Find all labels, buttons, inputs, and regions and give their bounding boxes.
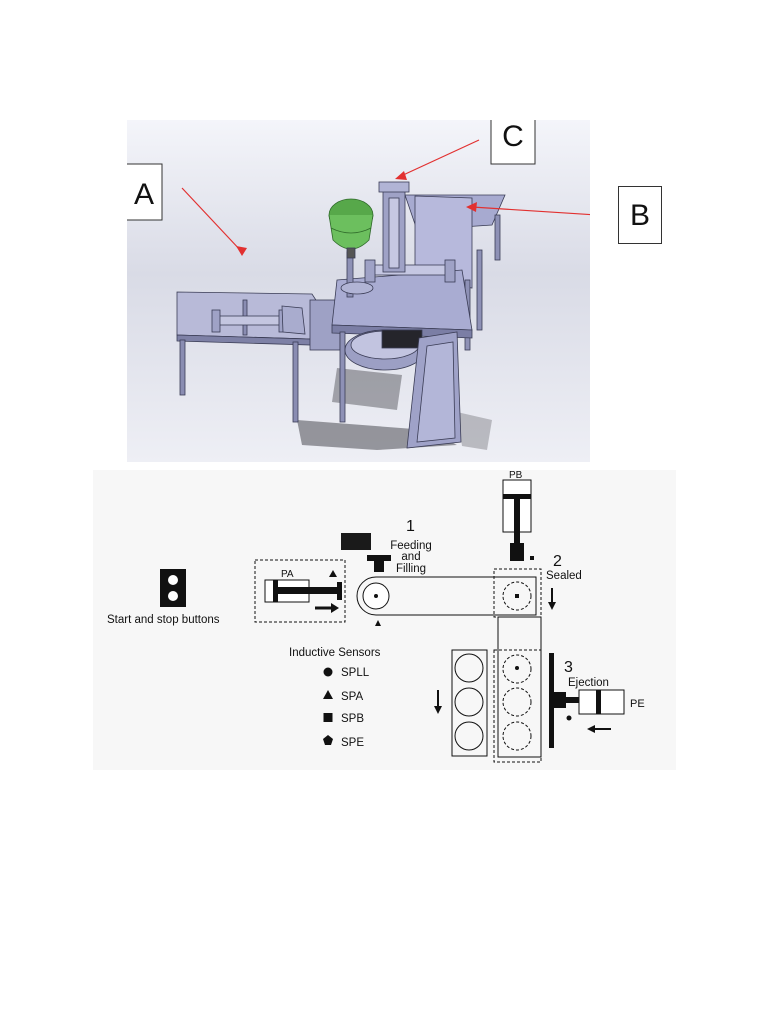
start-stop-label: Start and stop buttons [107,614,220,626]
feeding-station: 1 Feeding and Filling [341,518,432,575]
station-1-line3: Filling [396,563,426,575]
piston-pe: PE 3 Ejection [549,653,645,748]
main-conveyor [356,576,537,626]
callout-b [466,202,590,216]
station-3-label: Ejection [568,677,609,689]
piston-pb-label: PB [509,470,523,481]
legend-item-spa: SPA [341,691,363,703]
central-table [328,181,473,449]
callout-c: C [395,120,536,180]
callout-b-box: B [618,186,662,244]
output-bin [434,649,488,757]
callout-b-label: B [629,199,650,232]
station-1-line1: Feeding [390,540,432,552]
process-schematic: Start and stop buttons PA 1 Feeding and … [93,470,676,770]
green-hopper [328,198,374,259]
station-3-number: 3 [564,659,573,676]
legend-circle-symbol [323,667,333,677]
legend-square-symbol [323,713,333,722]
stop-button[interactable] [168,591,178,601]
piston-pa-label: PA [281,569,294,580]
piston-pa: PA [254,559,346,623]
callout-a-label: A [134,178,154,211]
station-2-number: 2 [553,553,562,570]
legend-item-spll: SPLL [341,667,370,679]
sensor-legend: Inductive Sensors SPLL SPA SPB SPE [289,647,381,749]
legend-item-spb: SPB [341,713,364,725]
legend-title: Inductive Sensors [289,647,381,659]
legend-triangle-symbol [323,690,333,699]
sensor-spe-symbol [566,715,572,721]
legend-item-spe: SPE [341,737,364,749]
left-table-a [176,291,343,423]
piston-pe-label: PE [630,698,645,710]
legend-pentagon-symbol [323,735,333,745]
station-1-line2: and [401,551,420,563]
machine-3d-render: A C [127,120,590,462]
vertical-conveyor [493,616,542,763]
station-1-number: 1 [406,518,415,535]
callout-a: A [127,163,247,256]
callout-c-label: C [502,120,524,153]
station-2-label: Sealed [546,570,582,582]
sensor-spa-symbol [329,570,337,577]
start-button[interactable] [168,575,178,585]
start-stop-panel: Start and stop buttons [107,569,220,626]
sealing-station: 2 Sealed [493,553,582,618]
sensor-spb-symbol [530,556,534,560]
piston-pb: PB [502,470,534,561]
schematic-background [93,470,676,770]
